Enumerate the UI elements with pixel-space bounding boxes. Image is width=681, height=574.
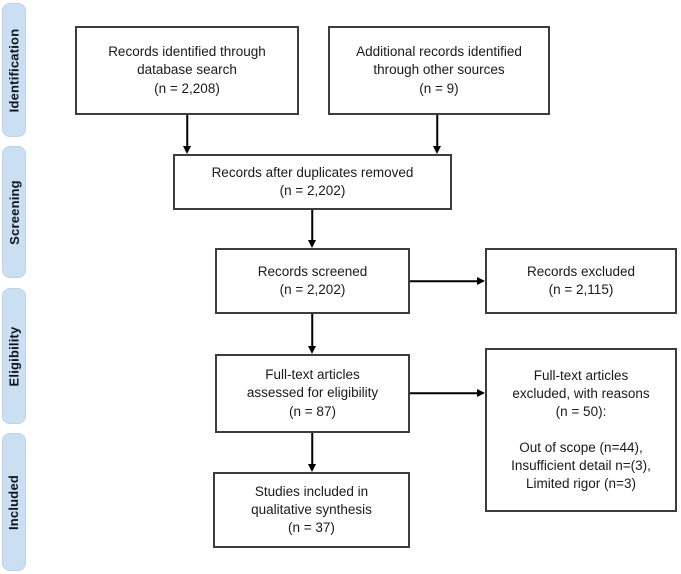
stage-label-identification: Identification — [6, 28, 22, 112]
arrow-identified-to-dedup-icon — [182, 115, 192, 154]
arrow-additional-to-dedup-icon — [432, 115, 442, 154]
box-additional-records: Additional records identified through ot… — [328, 26, 550, 115]
arrow-screened-to-fulltext-icon — [307, 314, 317, 354]
box-fulltext-excluded: Full-text articles excluded, with reason… — [485, 348, 677, 512]
arrow-shaft — [311, 210, 313, 241]
arrow-shaft — [311, 433, 313, 465]
arrow-shaft — [436, 115, 438, 147]
arrow-shaft — [410, 392, 478, 394]
box-records-screened: Records screened (n = 2,202) — [215, 248, 410, 314]
arrow-head — [477, 277, 485, 285]
box-studies-included: Studies included in qualitative synthesi… — [213, 472, 410, 548]
arrow-shaft — [186, 115, 188, 147]
arrow-screened-to-excluded-icon — [410, 276, 485, 286]
arrow-shaft — [410, 280, 478, 282]
stage-label-eligibility: Eligibility — [6, 326, 22, 386]
box-records-excluded: Records excluded (n = 2,115) — [485, 248, 677, 314]
arrow-head — [308, 240, 316, 248]
stage-label-screening: Screening — [6, 179, 22, 245]
box-duplicates-removed: Records after duplicates removed (n = 2,… — [173, 154, 452, 210]
arrow-dedup-to-screened-icon — [307, 210, 317, 248]
arrow-head — [308, 346, 316, 354]
arrow-head — [183, 146, 191, 154]
arrow-shaft — [311, 314, 313, 347]
stage-tab-eligibility: Eligibility — [2, 288, 26, 424]
stage-label-included: Included — [6, 474, 22, 530]
box-records-identified: Records identified through database sear… — [75, 26, 299, 115]
arrow-fulltext-to-included-icon — [307, 433, 317, 472]
arrow-fulltext-to-ftexcluded-icon — [410, 388, 485, 398]
arrow-head — [308, 464, 316, 472]
arrow-head — [477, 389, 485, 397]
stage-tab-screening: Screening — [2, 146, 26, 278]
arrow-head — [433, 146, 441, 154]
stage-tab-identification: Identification — [2, 3, 26, 137]
stage-tab-included: Included — [2, 433, 26, 571]
box-fulltext-assessed: Full-text articles assessed for eligibil… — [215, 354, 410, 433]
